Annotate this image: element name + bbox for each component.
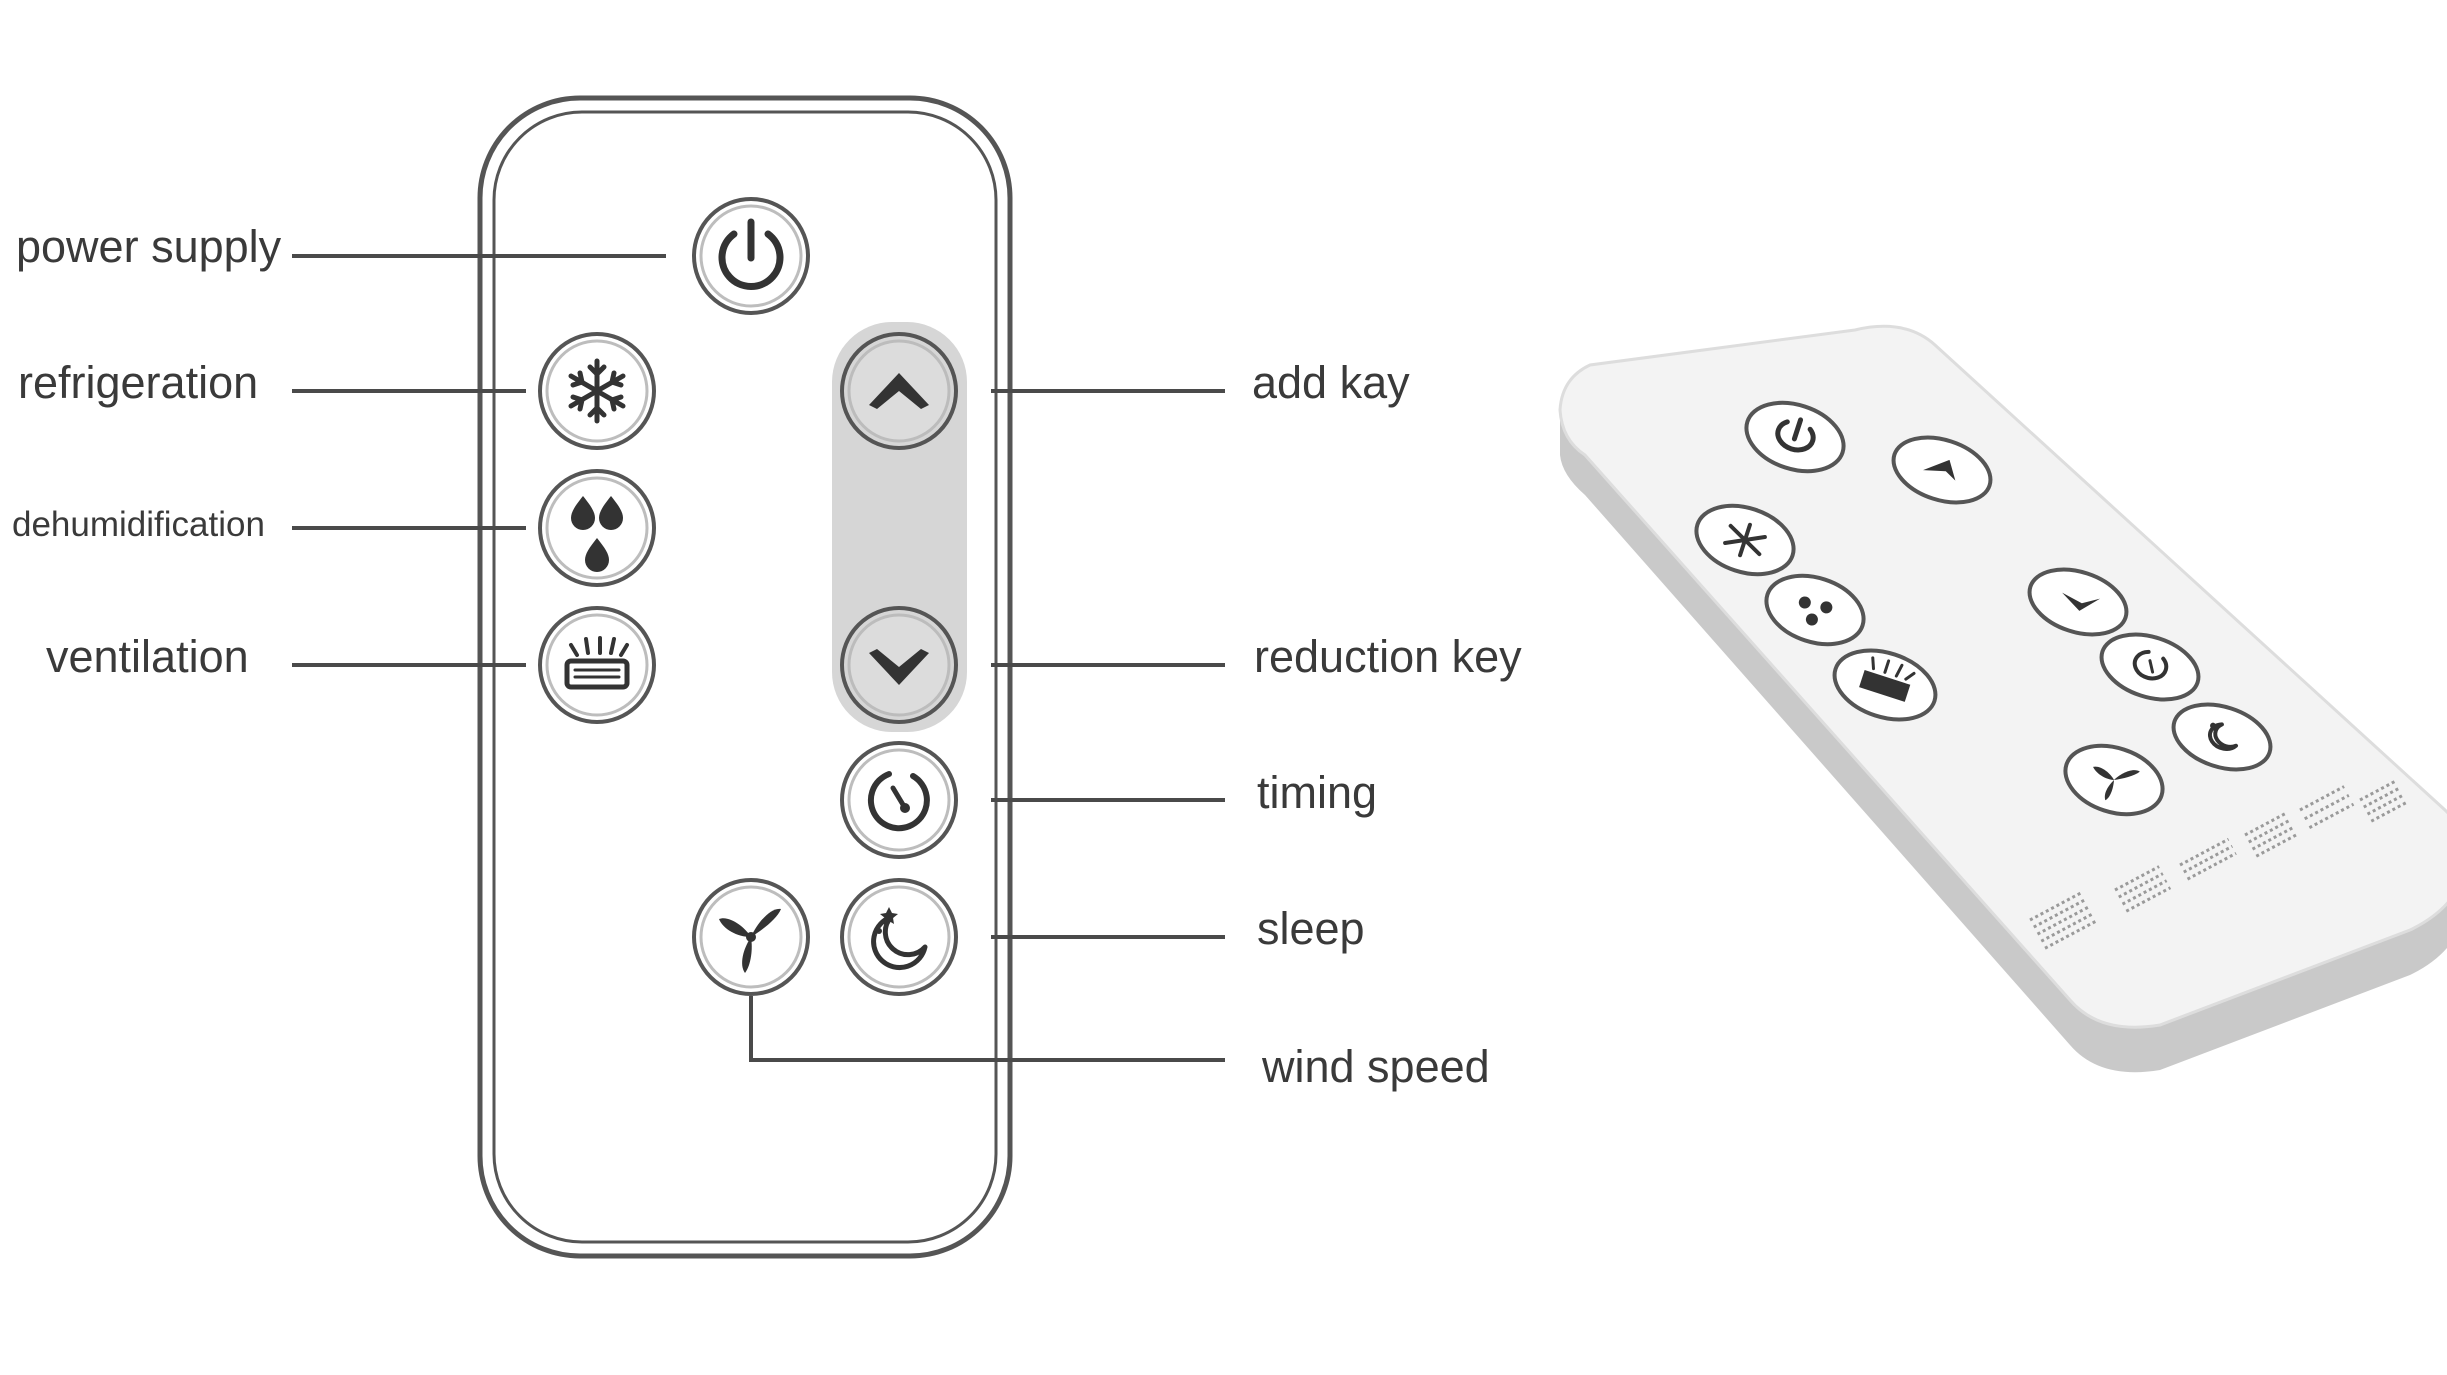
timing-button[interactable] (840, 741, 958, 859)
reduction-button[interactable] (840, 606, 958, 724)
refrigeration-button[interactable] (538, 332, 656, 450)
remote-inner-outline (492, 110, 998, 1244)
snowflake-icon (568, 358, 626, 424)
label-ventilation: ventilation (46, 631, 249, 682)
label-dehumidification: dehumidification (12, 505, 265, 544)
persp-power-button (1744, 400, 1846, 474)
timer-icon (867, 771, 930, 832)
label-refrigeration: refrigeration (18, 357, 258, 408)
chevron-up-icon (869, 373, 929, 409)
persp-refrigeration-button (1694, 503, 1796, 577)
leader-lines (292, 254, 1225, 1062)
remote-perspective-view (1558, 324, 2447, 1073)
label-power-supply: power supply (16, 221, 282, 272)
fan-icon (719, 908, 781, 973)
vent-icon (564, 636, 630, 690)
label-sleep: sleep (1257, 903, 1365, 954)
add-button[interactable] (840, 332, 958, 450)
persp-dehumidification-button (1764, 573, 1866, 647)
persp-wind-speed-button (2063, 743, 2165, 817)
persp-add-button (1891, 435, 1993, 505)
ventilation-button[interactable] (538, 606, 656, 724)
label-wind-speed: wind speed (1261, 1041, 1490, 1092)
label-reduction-key: reduction key (1254, 631, 1522, 682)
sleep-button[interactable] (840, 878, 958, 996)
persp-timing-button (2099, 632, 2201, 702)
persp-reduction-button (2027, 567, 2129, 637)
moon-icon (871, 907, 928, 970)
power-icon (718, 218, 784, 290)
label-timing: timing (1257, 767, 1377, 818)
persp-sleep-button (2171, 702, 2273, 772)
leader-wind-speed (749, 996, 1225, 1062)
wind-speed-button[interactable] (692, 878, 810, 996)
dehumidification-button[interactable] (538, 469, 656, 587)
label-add-key: add kay (1252, 357, 1410, 408)
persp-ventilation-button (1832, 648, 1938, 722)
water-drops-icon (571, 496, 623, 572)
power-button[interactable] (692, 197, 810, 315)
remote-top-face (1558, 324, 2447, 1029)
persp-printed-pattern (2029, 779, 2408, 950)
chevron-down-icon (869, 649, 929, 685)
